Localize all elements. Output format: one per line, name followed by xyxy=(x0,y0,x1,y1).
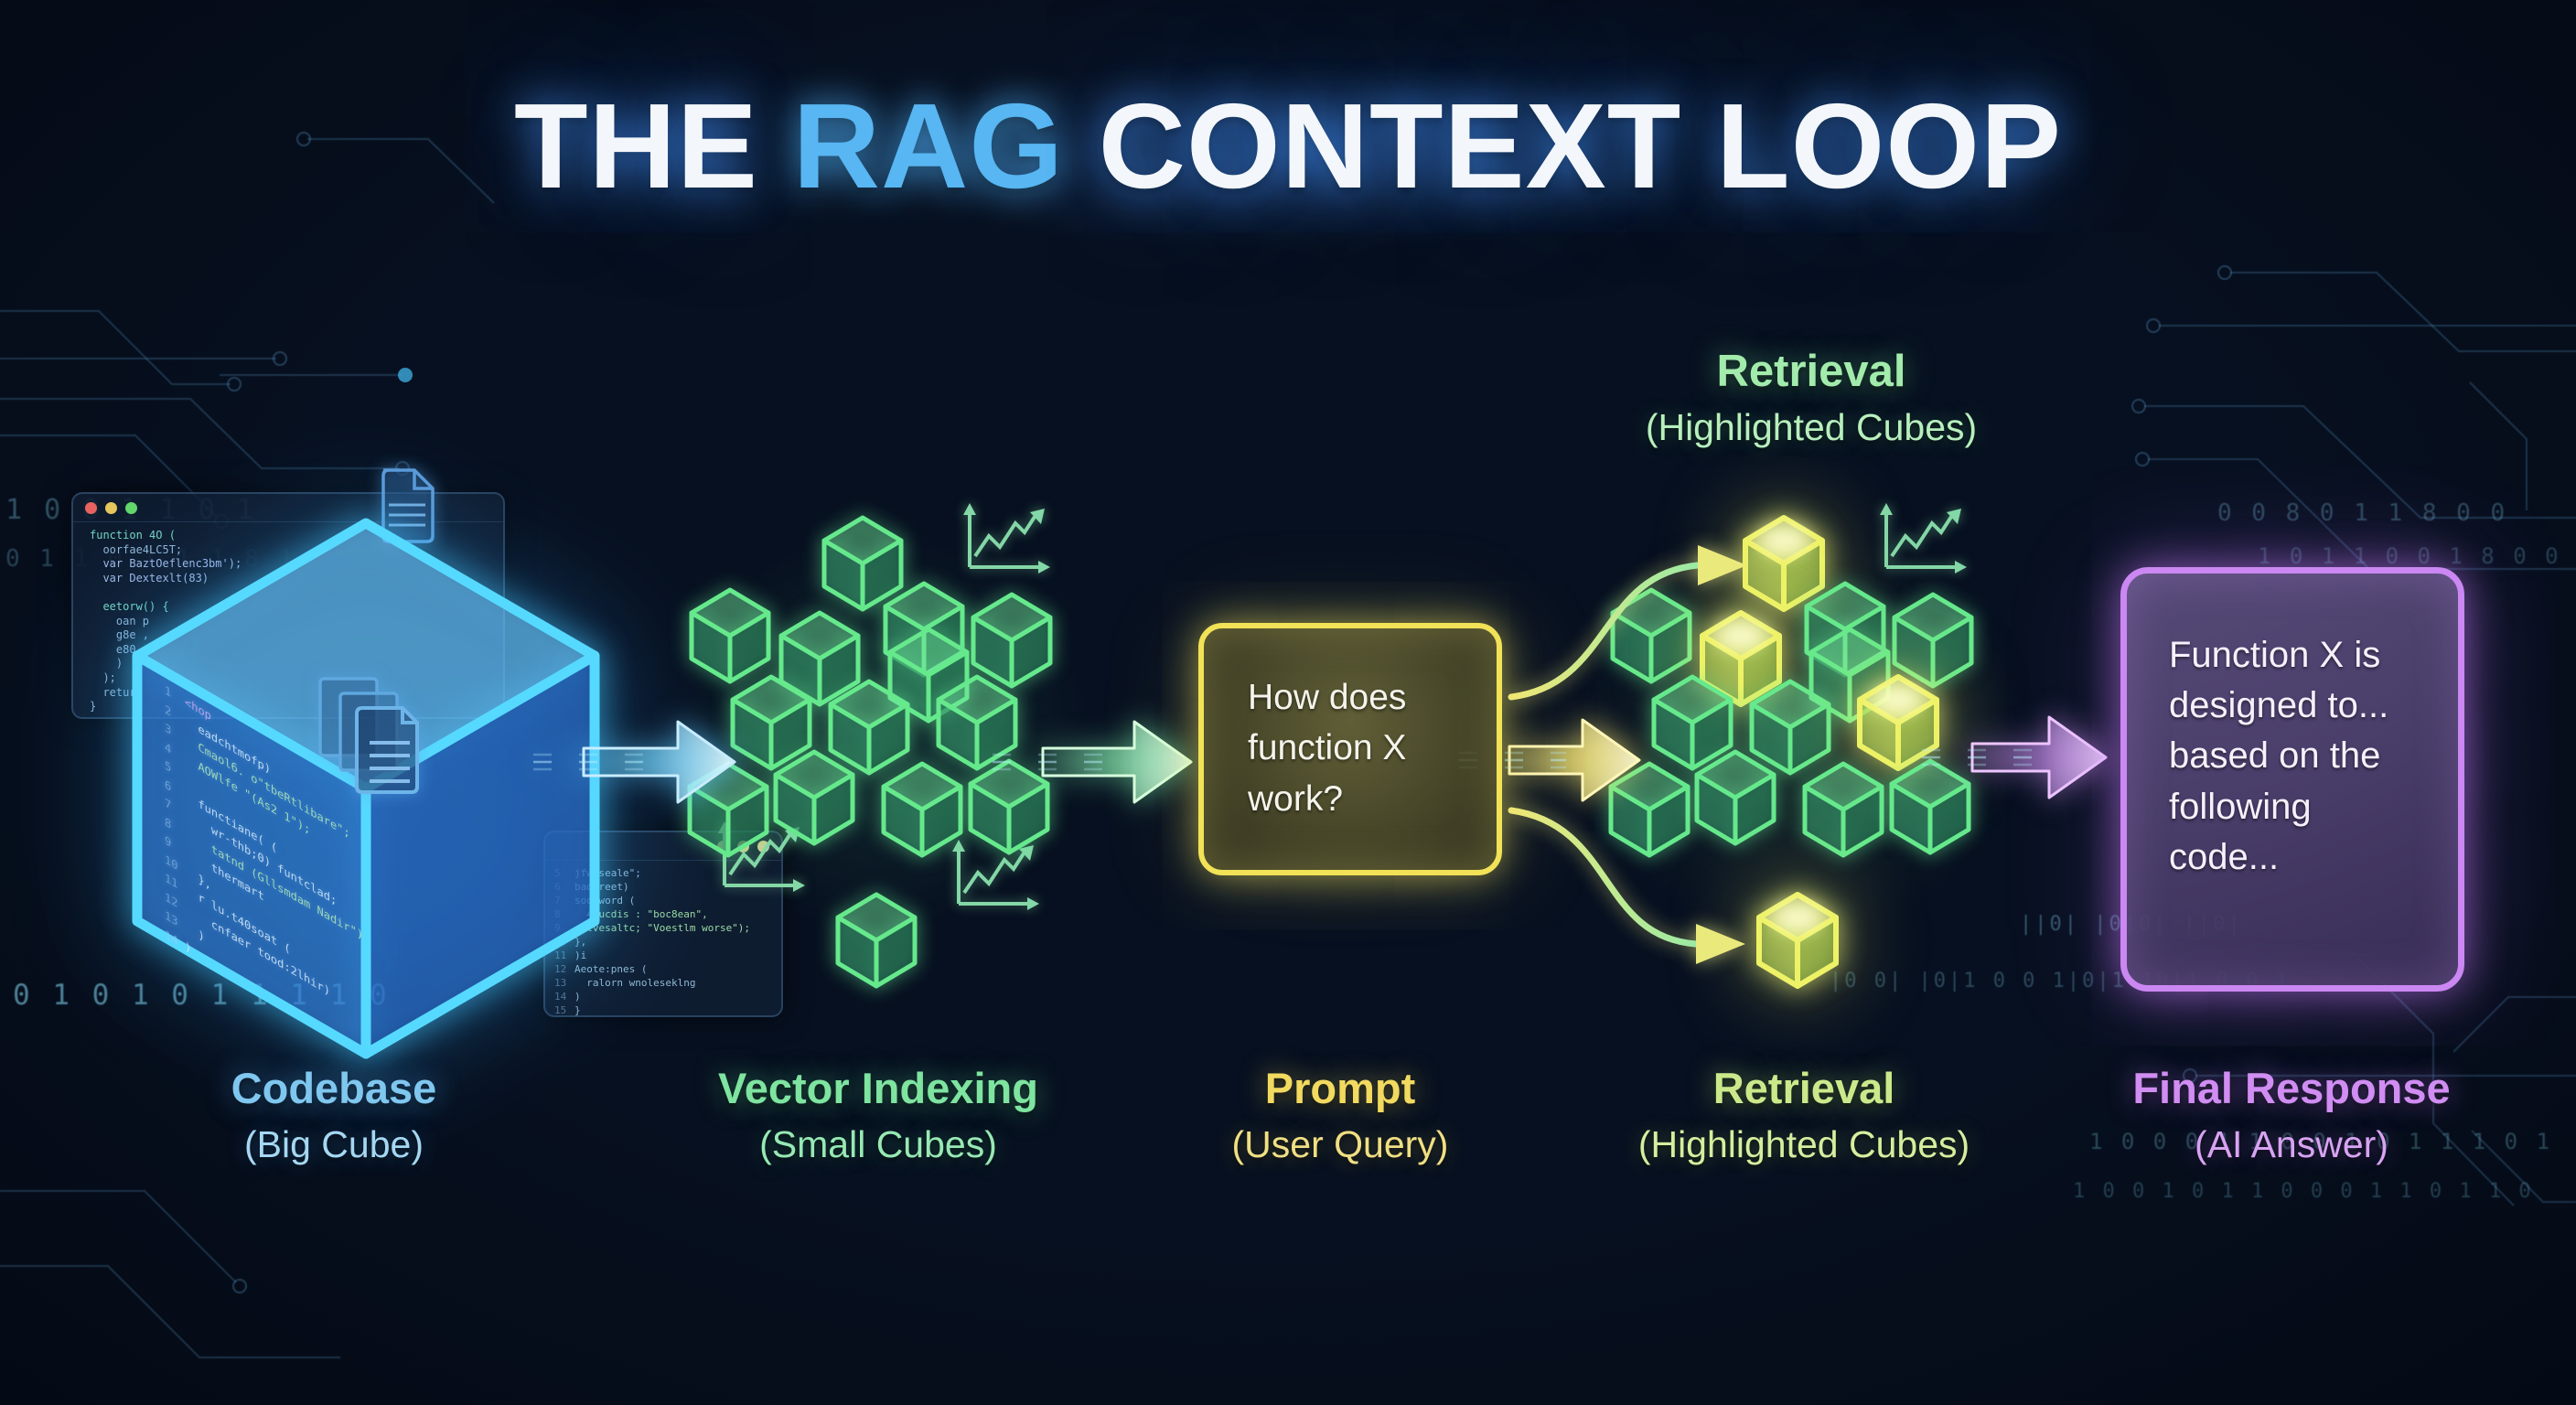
retrieval-cube xyxy=(1892,592,1974,689)
vector-index-cube xyxy=(773,749,855,846)
circuit-trace xyxy=(2471,1130,2576,1204)
stage-label-codebase: Codebase (Big Cube) xyxy=(41,1063,627,1166)
vector-index-cube xyxy=(730,674,812,771)
stage-sublabel: (AI Answer) xyxy=(2195,1123,2388,1165)
highlighted-cube xyxy=(1857,674,1939,771)
retrieval-cube xyxy=(1694,749,1776,846)
stage-sublabel: (Small Cubes) xyxy=(759,1123,997,1165)
document-stack-icon xyxy=(318,677,419,794)
stage-label-vector-indexing: Vector Indexing (Small Cubes) xyxy=(585,1063,1171,1166)
vector-index-cube xyxy=(936,674,1018,771)
arrowhead-icon xyxy=(1698,545,1747,585)
response-text: Function X is designed to... based on th… xyxy=(2169,635,2389,877)
circuit-trace xyxy=(220,368,413,382)
circuit-trace xyxy=(2216,264,2576,353)
circuit-trace xyxy=(0,309,242,392)
retrieval-header-sublabel: (Highlighted Cubes) xyxy=(1645,406,1978,448)
circuit-trace xyxy=(2131,398,2576,520)
stage-label-prompt: Prompt (User Query) xyxy=(1047,1063,1633,1166)
retrieval-header-label: Retrieval xyxy=(1716,347,1906,396)
binary-bits: 1 0 1 1 0 0 1 8 0 0 1 xyxy=(2258,543,2576,569)
vector-index-cube xyxy=(835,892,918,989)
retrieval-cube xyxy=(1889,758,1971,855)
binary-bits: 1 0 0 1 0 1 1 0 0 0 1 1 0 1 1 0 xyxy=(2073,1180,2534,1203)
vector-index-cube xyxy=(971,592,1053,689)
page-title: THE RAG CONTEXT LOOP xyxy=(0,77,2576,215)
title-suffix: CONTEXT LOOP xyxy=(1063,79,2063,213)
highlighted-cube xyxy=(1756,892,1839,989)
vector-index-cube xyxy=(821,515,904,612)
vector-index-cube xyxy=(887,627,970,724)
code-text: function 4O ( oorfae4LC5T; var BaztOefle… xyxy=(90,529,242,713)
window-close-icon xyxy=(85,501,97,514)
stage-label: Prompt xyxy=(1264,1064,1416,1112)
flow-arrow-indexing-to-prompt xyxy=(993,720,1193,804)
stage-sublabel: (Highlighted Cubes) xyxy=(1637,1123,1970,1165)
circuit-trace xyxy=(2350,950,2515,1207)
circuit-trace xyxy=(0,397,411,477)
stage-label: Final Response xyxy=(2132,1064,2451,1112)
curved-arrow-bottom xyxy=(1508,807,1700,948)
retrieval-header: Retrieval (Highlighted Cubes) xyxy=(1519,346,2104,449)
response-box: Function X is designed to... based on th… xyxy=(2120,567,2464,992)
flow-arrow-codebase-to-indexing xyxy=(533,720,736,804)
circuit-trace xyxy=(2145,317,2576,334)
stage-label: Codebase xyxy=(231,1064,437,1112)
title-prefix: THE xyxy=(513,79,793,213)
circuit-trace xyxy=(2469,381,2528,510)
line-chart-icon xyxy=(1880,503,1967,574)
circuit-trace xyxy=(0,1264,340,1359)
highlighted-cube xyxy=(1743,515,1825,612)
window-maximize-icon xyxy=(125,501,137,514)
line-chart-icon xyxy=(952,840,1039,910)
prompt-box: How does function X work? xyxy=(1198,623,1502,875)
line-chart-icon xyxy=(963,503,1050,574)
binary-bits: 1 0 0 0 1 1 0 0 1 0 1 1 1 0 1 xyxy=(2089,1129,2553,1154)
retrieval-cube xyxy=(1651,674,1733,771)
retrieval-cube xyxy=(1608,761,1690,858)
circuit-trace xyxy=(0,1189,248,1294)
window-titlebar xyxy=(73,494,503,522)
flow-arrow-retrieval-to-response xyxy=(1922,715,2108,799)
retrieval-cube xyxy=(1749,679,1831,776)
title-accent: RAG xyxy=(792,79,1064,213)
stage-sublabel: (User Query) xyxy=(1231,1123,1449,1165)
big-cube-codebase xyxy=(132,518,600,1059)
binary-bits: 0 1 0 1 0 1 1 1 1 0 xyxy=(13,979,390,1012)
window-minimize-icon xyxy=(105,501,117,514)
circuit-trace xyxy=(2182,1067,2576,1084)
stage-label: Vector Indexing xyxy=(718,1064,1038,1112)
stage-label: Retrieval xyxy=(1712,1064,1895,1112)
prompt-text: How does function X work? xyxy=(1248,678,1407,819)
stage-label-final-response: Final Response (AI Answer) xyxy=(1999,1063,2576,1166)
stage-label-retrieval: Retrieval (Highlighted Cubes) xyxy=(1511,1063,2097,1166)
vector-index-cube xyxy=(968,758,1050,855)
document-icon xyxy=(381,468,435,543)
vector-index-cube xyxy=(881,761,963,858)
curved-arrows-prompt-to-cubes xyxy=(1508,545,1747,964)
circuit-trace xyxy=(0,350,288,367)
circuit-trace xyxy=(2134,451,2576,571)
retrieval-cube xyxy=(1802,761,1884,858)
circuit-trace xyxy=(2453,995,2576,1053)
stage-sublabel: (Big Cube) xyxy=(244,1123,424,1165)
vector-index-cube xyxy=(689,587,771,684)
vector-index-cube xyxy=(828,679,910,776)
curved-arrow-top xyxy=(1508,562,1701,701)
circuit-trace xyxy=(295,131,495,204)
binary-bits: 0 0 8 0 1 1 8 0 0 xyxy=(2217,499,2508,527)
arrowhead-icon xyxy=(1696,924,1745,964)
